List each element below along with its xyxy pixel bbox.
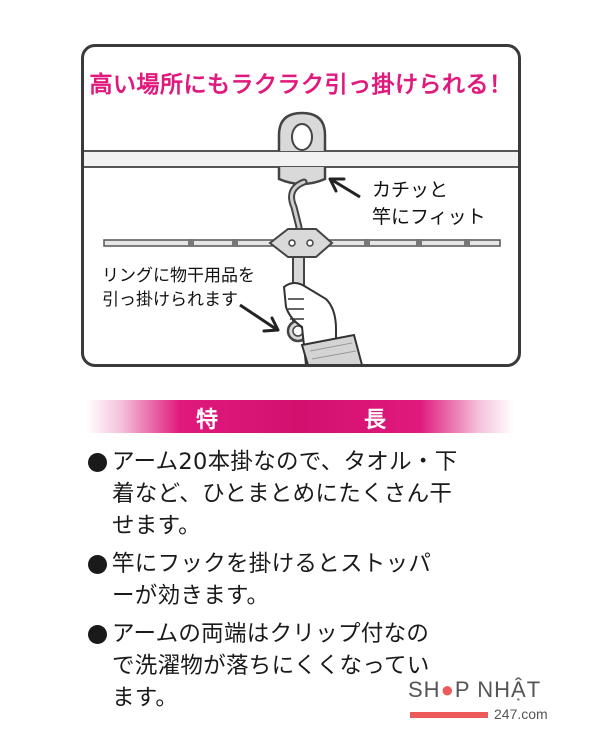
shop-logo[interactable]: SH●P NHẬT 247.com — [408, 677, 558, 727]
pole — [84, 150, 518, 168]
logo-bar — [410, 712, 488, 718]
feature-item: アームの両端はクリップ付なの で洗濯物が落ちにくくなってい ます。 — [86, 618, 526, 714]
banner-char-1: 特 — [196, 408, 220, 433]
feature-text: アーム20本掛なので、タオル・下 着など、ひとまとめにたくさん干 せます。 — [112, 449, 458, 539]
feature-item: 竿にフックを掛けるとストッパ ーが効きます。 — [86, 548, 526, 612]
logo-text: SH●P NHẬT — [408, 677, 541, 703]
feature-text: 竿にフックを掛けるとストッパ ーが効きます。 — [112, 551, 432, 609]
hand — [282, 282, 363, 364]
ring-hook — [277, 111, 327, 186]
callout-ring-hook: リングに物干用品を 引っ掛けられます — [102, 266, 255, 310]
feature-item: アーム20本掛なので、タオル・下 着など、ひとまとめにたくさん干 せます。 — [86, 446, 526, 542]
arrow-to-ring — [239, 303, 280, 333]
features-banner: 特 長 — [86, 400, 514, 433]
hanger-arms — [103, 228, 501, 258]
bullet-icon — [86, 618, 112, 650]
logo-part-1: SH — [408, 677, 441, 702]
logo-part-2: P NHẬT — [454, 677, 542, 702]
logo-o-icon: ● — [440, 677, 455, 702]
hanger-illustration — [84, 111, 518, 364]
banner-char-2: 長 — [364, 408, 388, 433]
illustration-panel: 高い場所にもラクラク引っ掛けられる！ — [81, 44, 521, 367]
panel-headline: 高い場所にもラクラク引っ掛けられる！ — [89, 72, 513, 98]
arrow-to-hook — [328, 177, 361, 199]
bullet-icon — [86, 548, 112, 580]
features-list: アーム20本掛なので、タオル・下 着など、ひとまとめにたくさん干 せます。 竿に… — [86, 446, 526, 720]
bullet-icon — [86, 446, 112, 478]
feature-text: アームの両端はクリップ付なの で洗濯物が落ちにくくなってい ます。 — [112, 621, 430, 711]
logo-subtext: 247.com — [494, 706, 548, 722]
callout-fit-pole: カチッと 竿にフィット — [372, 179, 486, 228]
